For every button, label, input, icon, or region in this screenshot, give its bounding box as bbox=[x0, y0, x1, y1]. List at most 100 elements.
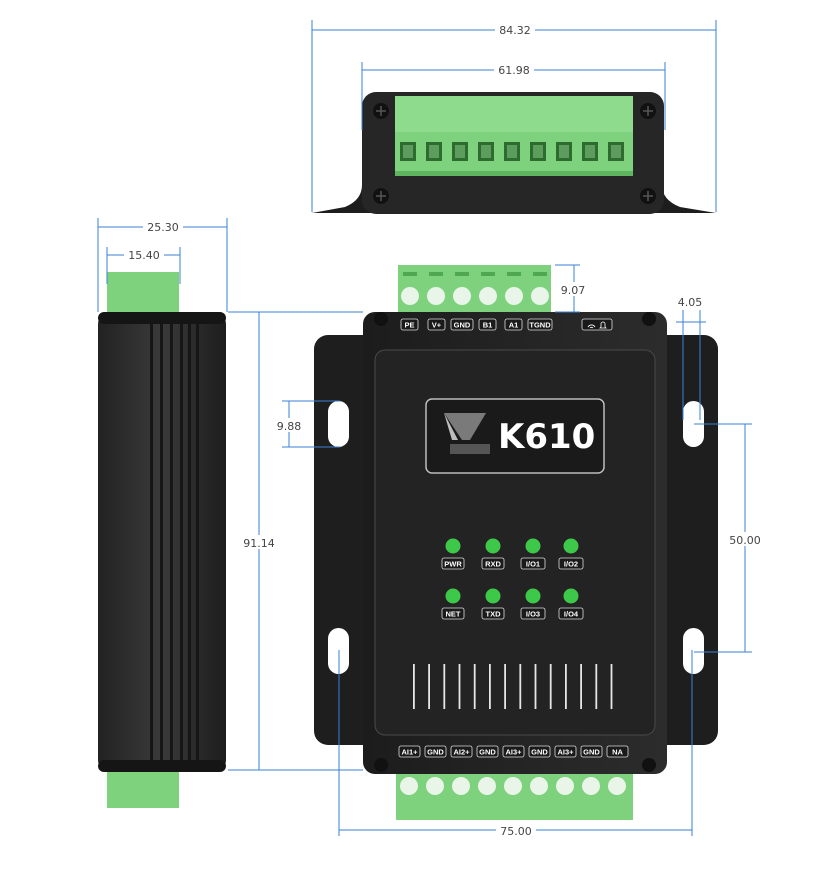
terminal-screw-icon bbox=[504, 777, 522, 795]
led-io2-icon bbox=[563, 538, 579, 554]
led-label-box bbox=[441, 557, 465, 570]
vent-slot bbox=[595, 664, 598, 709]
top-view bbox=[312, 92, 716, 214]
terminal-screw-icon bbox=[556, 777, 574, 795]
logo-icon bbox=[444, 413, 490, 454]
mount-hole bbox=[683, 628, 704, 674]
rib bbox=[170, 322, 173, 762]
led-rxd-icon bbox=[485, 538, 501, 554]
terminal-notch bbox=[481, 272, 495, 276]
led-label-box bbox=[481, 557, 505, 570]
terminal-slot-inner bbox=[403, 145, 413, 158]
dim-mount-hole-width: 4.05 bbox=[678, 296, 703, 309]
wifi-icon bbox=[587, 324, 596, 329]
rib bbox=[180, 322, 183, 762]
top-terminal-label: TGND bbox=[529, 321, 551, 330]
vent-slot bbox=[473, 664, 476, 709]
vent-slot bbox=[565, 664, 567, 709]
vent-slot bbox=[549, 664, 552, 709]
terminal-screw-icon bbox=[427, 287, 445, 305]
bottom-terminal-label-box bbox=[398, 745, 421, 758]
screw-icon bbox=[374, 312, 388, 326]
terminal-slot-inner bbox=[455, 145, 465, 158]
screw-icon bbox=[374, 758, 388, 772]
led-label: TXD bbox=[486, 610, 502, 619]
side-terminal-bottom bbox=[107, 768, 179, 808]
bottom-terminal-label-box bbox=[606, 745, 629, 758]
dim-overall-height: 91.14 bbox=[243, 537, 275, 550]
led-label-box bbox=[520, 607, 546, 620]
led-net-icon bbox=[445, 588, 461, 604]
vent-slot bbox=[489, 664, 491, 709]
bottom-terminal-label-box bbox=[424, 745, 447, 758]
dim-hole-spacing-vertical: 50.00 bbox=[729, 534, 761, 547]
mount-hole bbox=[328, 401, 349, 447]
terminal-screw-icon bbox=[401, 287, 419, 305]
terminal-screw-icon bbox=[479, 287, 497, 305]
terminal-screw-icon bbox=[582, 777, 600, 795]
vent-slot bbox=[443, 664, 446, 709]
dim-mount-hole-height: 9.88 bbox=[277, 420, 302, 433]
terminal-slot-inner bbox=[507, 145, 517, 158]
led-label-box bbox=[520, 557, 546, 570]
terminal-screw-icon bbox=[478, 777, 496, 795]
dim-hole-spacing-horizontal: 75.00 bbox=[500, 825, 532, 838]
screw-icon bbox=[642, 312, 656, 326]
terminal-screw-icon bbox=[453, 287, 471, 305]
model-name: K610 bbox=[498, 417, 595, 457]
terminal-screw-icon bbox=[530, 777, 548, 795]
dim-terminal-height: 9.07 bbox=[561, 284, 586, 297]
bottom-terminal-label-box bbox=[502, 745, 525, 758]
led-io4-icon bbox=[563, 588, 579, 604]
bottom-terminal-label: AI2+ bbox=[453, 748, 470, 757]
terminal-screw-icon bbox=[608, 777, 626, 795]
bottom-terminal-label: AI3+ bbox=[557, 748, 574, 757]
led-label-box bbox=[481, 607, 505, 620]
top-terminal-label-box bbox=[400, 318, 419, 331]
bottom-terminal-label-box bbox=[580, 745, 603, 758]
dim-side-terminal-width: 15.40 bbox=[128, 249, 160, 262]
top-terminal-label-box bbox=[504, 318, 523, 331]
side-terminal-top bbox=[107, 272, 179, 316]
led-io3-icon bbox=[525, 588, 541, 604]
top-terminal-label: V+ bbox=[432, 321, 442, 330]
bottom-terminal-label: AI3+ bbox=[505, 748, 522, 757]
led-label: I/O4 bbox=[564, 610, 579, 619]
terminal-notch bbox=[403, 272, 417, 276]
led-label: I/O2 bbox=[564, 560, 578, 569]
screw-icon bbox=[373, 188, 389, 204]
top-terminal-label-box bbox=[427, 318, 446, 331]
screw-icon bbox=[373, 103, 389, 119]
terminal-slot-inner bbox=[533, 145, 543, 158]
terminal-screw-icon bbox=[426, 777, 444, 795]
led-label: I/O3 bbox=[526, 610, 540, 619]
wifi-bell-badge bbox=[581, 318, 613, 331]
side-ribs bbox=[150, 322, 199, 762]
top-terminal-label: A1 bbox=[509, 321, 519, 330]
vent-slot bbox=[534, 664, 537, 709]
front-top-terminal bbox=[398, 265, 551, 315]
rib bbox=[188, 322, 191, 762]
terminal-screw-icon bbox=[531, 287, 549, 305]
screw-icon bbox=[640, 103, 656, 119]
side-view bbox=[98, 272, 226, 808]
led-label-box bbox=[558, 607, 584, 620]
bottom-terminal-label: NA bbox=[612, 748, 623, 757]
bottom-terminal-label-box bbox=[476, 745, 499, 758]
terminal-notch bbox=[533, 272, 547, 276]
led-label-box bbox=[558, 557, 584, 570]
vent-slot bbox=[504, 664, 506, 709]
dimension-lines bbox=[97, 20, 752, 836]
bottom-terminal-label-box bbox=[450, 745, 473, 758]
bottom-terminal-label: GND bbox=[531, 748, 548, 757]
terminal-screw-icon bbox=[505, 287, 523, 305]
bottom-terminal-label-box bbox=[554, 745, 577, 758]
rib bbox=[196, 322, 199, 762]
vent-slot bbox=[458, 664, 461, 709]
top-terminal-label: GND bbox=[454, 321, 471, 330]
